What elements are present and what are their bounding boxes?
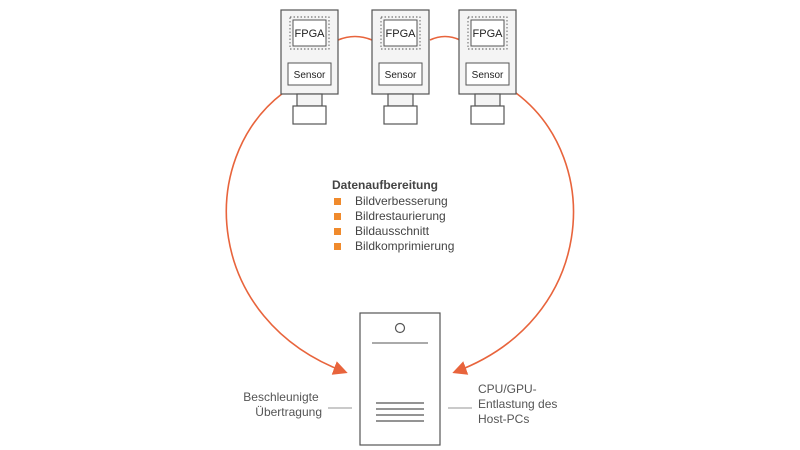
power-button-icon [394,322,406,334]
bullet-icon [334,213,341,220]
processing-item: Bildkomprimierung [355,239,454,253]
lens [470,105,505,125]
fpga-chip [383,19,418,47]
flow-arrow-top-right [429,35,461,41]
sensor-box [287,62,332,86]
host-pc [359,312,441,446]
processing-item: Bildverbesserung [355,194,448,208]
processing-item: Bildrestaurierung [355,209,446,223]
fpga-label: FPGA [386,28,417,40]
camera-3: FPGA Sensor [458,9,517,125]
lens-neck [296,93,323,107]
lens-neck [387,93,414,107]
fpga-pins [289,16,330,50]
camera-2: FPGA Sensor [371,9,430,125]
right-label: CPU/GPU- Entlastung des Host-PCs [478,382,561,426]
fpga-chip [292,19,327,47]
lens-neck [474,93,501,107]
fpga-chip [470,19,505,47]
sensor-label: Sensor [294,70,326,81]
flow-arrow-top-left [337,35,373,41]
bullet-icon [334,228,341,235]
lens [383,105,418,125]
fpga-label: FPGA [295,28,326,40]
bullet-icon [334,198,341,205]
left-label: Beschleunigte Übertragung [243,390,322,419]
sensor-label: Sensor [472,70,504,81]
lens [292,105,327,125]
flow-arrow-left [225,92,348,375]
processing-item: Bildausschnitt [355,224,430,238]
flow-arrow-right [452,92,575,375]
sensor-box [465,62,510,86]
sensor-box [378,62,423,86]
bullet-icon [334,243,341,250]
processing-block: Datenaufbereitung Bildverbesserung Bildr… [332,178,454,253]
processing-title: Datenaufbereitung [332,178,438,192]
host-pc-tower [359,312,441,446]
fpga-label: FPGA [473,28,504,40]
fpga-pins [467,16,508,50]
sensor-label: Sensor [385,70,417,81]
camera-1: FPGA Sensor [280,9,339,125]
fpga-pins [380,16,421,50]
